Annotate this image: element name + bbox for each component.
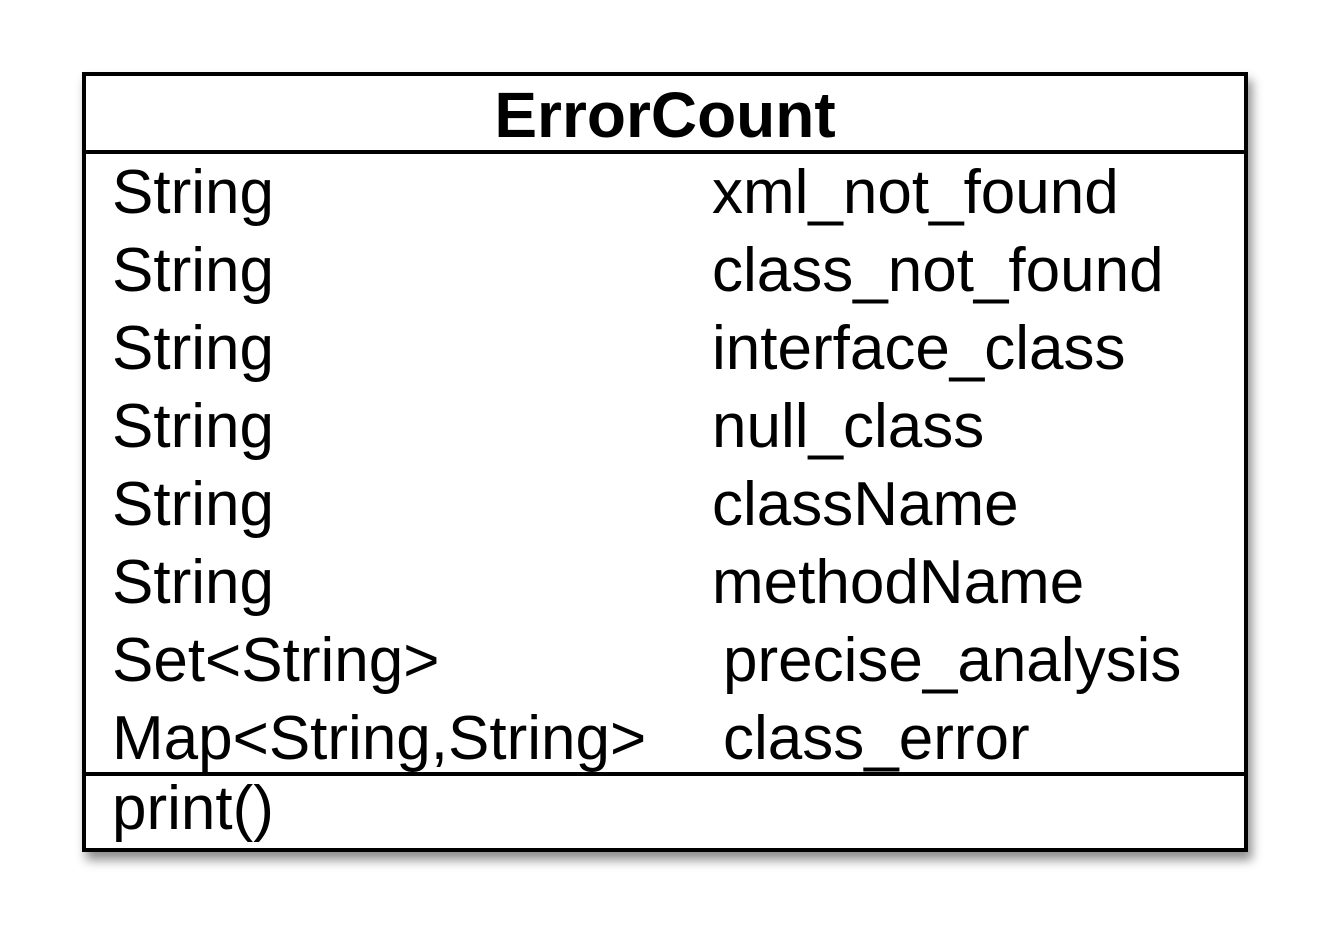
operation-name: print() xyxy=(112,774,274,843)
attribute-name: methodName xyxy=(712,548,1085,617)
attribute-name: class_error xyxy=(723,704,1030,773)
attribute-name: xml_not_found xyxy=(712,158,1119,227)
attribute-row: String xml_not_found xyxy=(86,154,1244,232)
attribute-name: className xyxy=(712,470,1019,539)
class-name-header: ErrorCount xyxy=(86,76,1244,154)
attribute-type: Map<String,String> xyxy=(112,704,647,773)
attribute-name: class_not_found xyxy=(712,236,1164,305)
attribute-type: String xyxy=(112,314,274,383)
attribute-type: String xyxy=(112,236,274,305)
attribute-name: precise_analysis xyxy=(723,626,1182,695)
attribute-name: null_class xyxy=(712,392,985,461)
attribute-type: String xyxy=(112,158,274,227)
operations-compartment: print() xyxy=(86,774,1244,848)
attribute-row: Set<String> precise_analysis xyxy=(86,622,1244,700)
attribute-type: String xyxy=(112,548,274,617)
attribute-row: String interface_class xyxy=(86,310,1244,388)
attribute-row: String methodName xyxy=(86,544,1244,622)
attribute-type: String xyxy=(112,470,274,539)
attribute-type: String xyxy=(112,392,274,461)
attribute-row: String className xyxy=(86,466,1244,544)
attribute-type: Set<String> xyxy=(112,626,440,695)
attributes-compartment: String xml_not_found String class_not_fo… xyxy=(86,154,1244,776)
attribute-name: interface_class xyxy=(712,314,1126,383)
uml-class-box: ErrorCount String xml_not_found String c… xyxy=(82,72,1248,852)
attribute-row: String null_class xyxy=(86,388,1244,466)
attribute-row: Map<String,String> class_error xyxy=(86,700,1244,778)
attribute-row: String class_not_found xyxy=(86,232,1244,310)
